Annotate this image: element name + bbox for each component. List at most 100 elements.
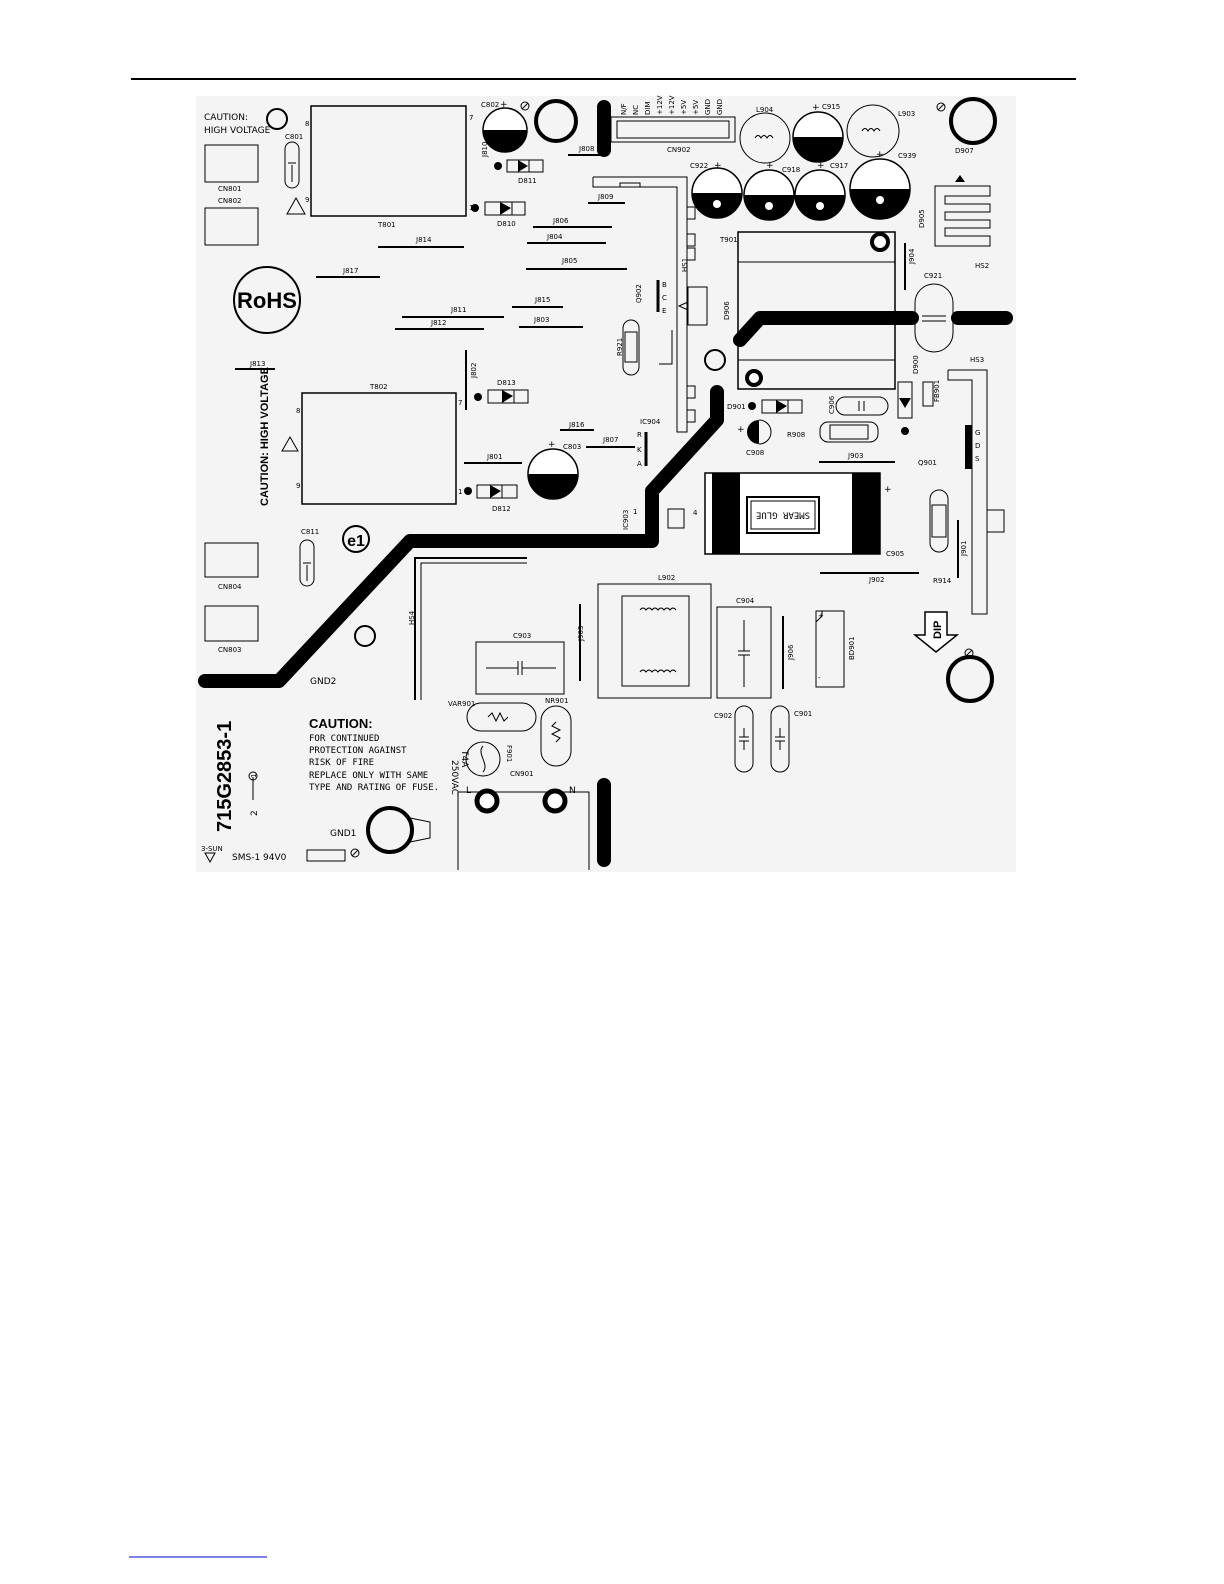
cn902-pin: NC xyxy=(632,105,640,115)
diode-d811 xyxy=(506,159,544,173)
fuse-rating-2: 250VAC xyxy=(449,760,459,795)
ref-j805: J805 xyxy=(561,257,577,265)
transformer-t801 xyxy=(310,105,467,217)
hv-warning-triangle xyxy=(286,196,306,215)
ref-d901: D901 xyxy=(727,403,746,411)
polarity-plus: + xyxy=(500,100,508,110)
varistor-var901 xyxy=(466,702,537,732)
transformer-t901 xyxy=(737,231,896,390)
heatsink-hs3 xyxy=(947,369,988,615)
ref-c905: C905 xyxy=(886,550,904,558)
pin-label: 7 xyxy=(469,114,473,122)
caution-hv-line1: CAUTION: xyxy=(204,113,248,123)
bridge-bd901 xyxy=(815,610,845,688)
pin-label: G xyxy=(975,429,980,437)
ref-l902: L902 xyxy=(658,574,675,582)
ref-j902: J902 xyxy=(868,576,884,584)
polarity-plus: + xyxy=(818,612,824,620)
ref-var901: VAR901 xyxy=(448,700,475,708)
ref-cn804: CN804 xyxy=(218,583,242,591)
ref-bd901: BD901 xyxy=(848,636,856,660)
ref-j804: J804 xyxy=(546,233,563,241)
capacitor-c811 xyxy=(299,539,315,587)
e1-label: e1 xyxy=(347,533,365,550)
ref-l903: L903 xyxy=(898,110,915,118)
pin2-mark: 2 xyxy=(250,810,260,816)
mains-terminal-n xyxy=(542,788,568,814)
ref-f901: F901 xyxy=(505,745,513,762)
e1-mark xyxy=(342,525,370,553)
gnd2-label: GND2 xyxy=(310,677,336,687)
smear-glue-label: SMEAR GLUE xyxy=(756,510,810,520)
ref-d810: D810 xyxy=(497,220,516,228)
polarity-plus: + xyxy=(812,103,820,113)
ref-j815: J815 xyxy=(534,296,550,304)
ref-nr901: NR901 xyxy=(545,697,568,705)
pin-label: 8 xyxy=(296,407,300,415)
ref-j806: J806 xyxy=(552,217,569,225)
fire-caution-line: PROTECTION AGAINST xyxy=(309,746,407,756)
ref-q902: Q902 xyxy=(635,284,643,303)
ref-j807: J807 xyxy=(602,436,618,444)
connector-cn803 xyxy=(204,605,259,642)
heatsink-hs1 xyxy=(592,176,688,433)
capacitor-c902 xyxy=(734,705,754,773)
ref-c901: C901 xyxy=(794,710,812,718)
pin-label: B xyxy=(662,281,667,289)
fire-caution-line: REPLACE ONLY WITH SAME xyxy=(309,771,428,781)
ref-r914: R914 xyxy=(933,577,952,585)
ref-t802: T802 xyxy=(369,383,388,391)
polarity-plus: + xyxy=(737,425,745,435)
ref-c811: C811 xyxy=(301,528,319,536)
pin-label: E xyxy=(662,307,666,315)
ref-j901: J901 xyxy=(960,541,968,557)
polarity-plus: + xyxy=(714,161,722,171)
polarity-plus: + xyxy=(766,161,774,171)
mains-l-label: L xyxy=(466,786,471,796)
connector-cn802 xyxy=(204,207,259,246)
cn902-pin: GND xyxy=(704,99,712,115)
ref-j802: J802 xyxy=(470,363,478,379)
ref-c922: C922 xyxy=(690,162,708,170)
dip-label: DIP xyxy=(932,621,944,639)
cn902-pin: DIM xyxy=(644,102,652,116)
cn902-pin: +5V xyxy=(680,100,688,115)
ref-c915: C915 xyxy=(822,103,840,111)
capacitor-c908 xyxy=(747,420,759,444)
inductor-l904 xyxy=(739,112,791,164)
ref-c917: C917 xyxy=(830,162,848,170)
cn902-pin: +12V xyxy=(668,95,676,115)
gnd1-label: GND1 xyxy=(330,829,356,839)
ref-l904: L904 xyxy=(756,106,774,114)
pin1-mark: 1 xyxy=(250,774,258,778)
ref-j816: J816 xyxy=(568,421,585,429)
mains-n-label: N xyxy=(569,786,576,796)
ref-c918: C918 xyxy=(782,166,800,174)
bead-fb901 xyxy=(922,381,934,407)
fire-caution-line: TYPE AND RATING OF FUSE. xyxy=(309,783,439,793)
capacitor-c903 xyxy=(475,641,565,695)
ref-c906: C906 xyxy=(828,395,836,414)
heatsink-hs4 xyxy=(414,557,527,700)
ref-ic904: IC904 xyxy=(640,418,661,426)
ref-hs1: HS1 xyxy=(681,258,689,272)
ref-c902: C902 xyxy=(714,712,732,720)
rohs-mark xyxy=(233,266,301,334)
ref-d812: D812 xyxy=(492,505,511,513)
mains-terminal-l xyxy=(474,788,500,814)
ref-d811: D811 xyxy=(518,177,537,185)
cn902-pin: GND xyxy=(716,99,724,115)
ref-cn801: CN801 xyxy=(218,185,242,193)
vert-caution: CAUTION: HIGH VOLTAGE xyxy=(259,367,271,506)
jumper-wires xyxy=(316,154,635,464)
ref-cn902: CN902 xyxy=(667,146,691,154)
ref-c939: C939 xyxy=(898,152,916,160)
polarity-plus: + xyxy=(817,161,825,171)
ref-d905: D905 xyxy=(918,209,926,228)
pin-label: 7 xyxy=(458,399,462,407)
ref-j817: J817 xyxy=(342,267,358,275)
ref-j814: J814 xyxy=(415,236,432,244)
diode-d812 xyxy=(476,484,518,499)
hv-warning-triangle-2 xyxy=(281,435,299,452)
fire-caution-title: CAUTION: xyxy=(309,716,373,731)
